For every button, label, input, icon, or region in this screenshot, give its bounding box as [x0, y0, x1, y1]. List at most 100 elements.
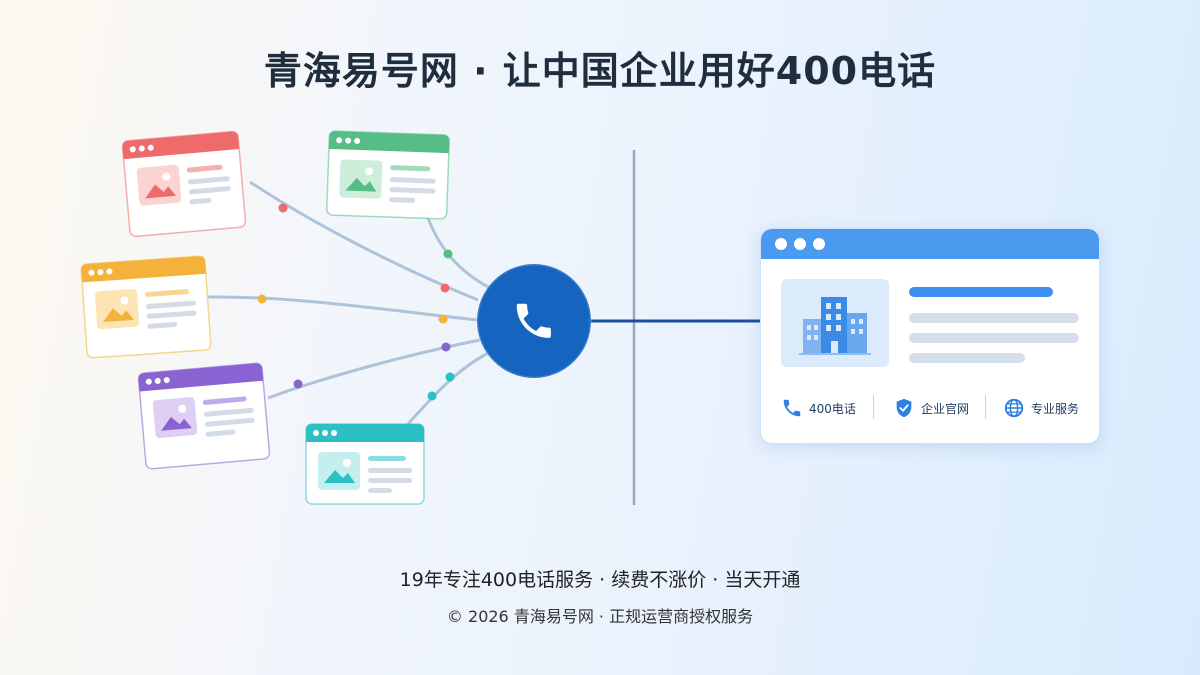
feature-divider [873, 395, 874, 419]
phone-hub[interactable] [475, 262, 593, 380]
sun-icon [162, 172, 171, 181]
mountain-icon [324, 470, 355, 483]
mountain-icon [345, 177, 377, 192]
source-window-red [121, 130, 247, 238]
phone-icon [516, 303, 551, 338]
content-line [909, 353, 1025, 363]
window-dot [345, 137, 352, 144]
text-line [186, 164, 223, 173]
sun-icon [178, 404, 187, 413]
text-line [389, 177, 436, 184]
feature-400-phone[interactable]: 400电话 [781, 397, 856, 419]
text-line [203, 407, 254, 417]
window-dot [129, 146, 136, 153]
text-line [145, 289, 190, 297]
window-dot [813, 238, 825, 250]
connector-dot [443, 249, 453, 259]
window-dot [313, 430, 319, 436]
window-title-bar [138, 363, 264, 392]
source-window-teal [305, 423, 425, 505]
connector-dot [445, 372, 455, 382]
content-line [909, 287, 1053, 297]
connector-curves [207, 180, 491, 426]
window-dot [322, 430, 328, 436]
connector-dot [257, 294, 267, 304]
window-dot [163, 377, 170, 384]
text-line [146, 310, 197, 319]
window-dot [106, 268, 113, 275]
mountain-icon [145, 184, 176, 199]
text-line [205, 429, 236, 437]
feature-label: 专业服务 [1031, 401, 1080, 416]
window-title-bar [306, 424, 424, 442]
window-dot [97, 269, 104, 276]
footer-copyright: © 2026 青海易号网 · 正规运营商授权服务 [446, 607, 754, 626]
window-dot [88, 269, 95, 276]
connector-dot [438, 314, 448, 324]
connector-curve [267, 338, 481, 400]
content-line [909, 313, 1079, 323]
window-dot [138, 145, 145, 152]
text-line [145, 300, 196, 309]
image-placeholder-icon [95, 288, 140, 330]
text-line [368, 468, 412, 473]
window-title-bar [81, 256, 206, 283]
window-dot [331, 430, 337, 436]
feature-pro-service[interactable]: 专业服务 [1003, 397, 1079, 419]
image-placeholder-icon [339, 159, 383, 199]
window-dot [145, 378, 152, 385]
window-title-bar [122, 131, 240, 160]
feature-label: 企业官网 [921, 401, 970, 416]
window-dot [336, 137, 343, 144]
feature-label: 400电话 [809, 401, 856, 416]
feature-divider [985, 395, 986, 419]
connector-dot [441, 342, 451, 352]
window-dot [354, 137, 361, 144]
connector-dot [293, 379, 303, 389]
page-title: 青海易号网 · 让中国企业用好400电话 [263, 49, 937, 93]
window-dot [154, 377, 161, 384]
building-icon [799, 297, 871, 355]
text-line [147, 322, 178, 329]
connector-curve [426, 217, 491, 290]
connector-dot [278, 203, 288, 213]
text-line [389, 187, 436, 194]
window-dot [147, 144, 154, 151]
building-image [781, 279, 889, 367]
shield-check-icon [896, 398, 912, 418]
image-placeholder-icon [152, 397, 198, 438]
sun-icon [343, 459, 351, 467]
connector-dot [427, 391, 437, 401]
globe-icon [1004, 398, 1024, 418]
text-line [368, 456, 406, 461]
image-placeholder-icon [318, 452, 360, 490]
connector-curve [406, 350, 491, 426]
source-window-green [326, 130, 450, 220]
text-line [368, 478, 412, 483]
text-line [189, 197, 212, 205]
sun-icon [365, 167, 374, 176]
source-window-orange [80, 255, 212, 359]
text-line [204, 417, 255, 427]
connector-curve [207, 295, 479, 322]
window-dot [775, 238, 787, 250]
website-card: 400电话 企业官网 专业服务 [760, 228, 1100, 444]
window-dot [794, 238, 806, 250]
sun-icon [120, 296, 129, 305]
feature-official-site[interactable]: 企业官网 [893, 397, 969, 419]
source-window-purple [137, 362, 271, 470]
text-line [389, 197, 416, 203]
text-line [187, 176, 230, 185]
text-line [188, 186, 231, 195]
image-placeholder-icon [136, 164, 182, 206]
connector-curve [249, 180, 479, 302]
phone-icon [783, 399, 801, 417]
source-windows [80, 130, 450, 505]
text-line [202, 396, 247, 405]
window-title-bar [328, 131, 450, 154]
mountain-icon [161, 416, 193, 431]
website-title-bar [761, 229, 1099, 259]
text-line [368, 488, 392, 493]
footer-tagline: 19年专注400电话服务 · 续费不涨价 · 当天开通 [399, 569, 801, 591]
